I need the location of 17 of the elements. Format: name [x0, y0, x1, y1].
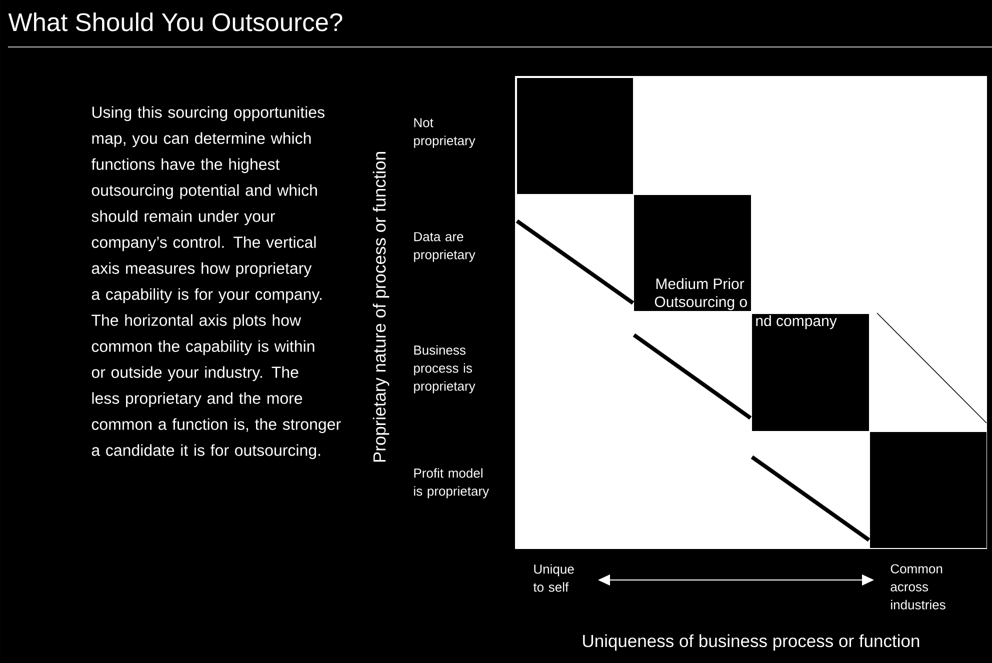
cell-label: nd company [756, 315, 837, 330]
axis-end-label: Common across industries [890, 564, 946, 610]
row-label: Not proprietary [414, 118, 476, 148]
row-label: Profit model is proprietary [414, 468, 490, 498]
body-text: Using this sourcing opportunities map, you can determine which functions have the highest outsourcing potential and which should remain under your company’s control. The vertical axis measures how proprietary a capability is for your company. The horizontal axis plots how common the capability is within or outside your industry. The less proprietary and the more common a function is, the stronger a candidate it is for outsourcing. [91, 106, 341, 460]
title: What Should You Outsource? [8, 12, 342, 32]
cell-label: Medium Prior [656, 278, 744, 290]
dark-square [634, 195, 751, 311]
row-label: Business process is proprietary [414, 345, 476, 394]
axis-end-label: Unique to self [533, 564, 574, 592]
axis-title: Uniqueness of business process or function [583, 634, 920, 651]
cell-label: Outsourcing o [654, 296, 747, 310]
row-label: Data are proprietary [414, 232, 476, 262]
axis-title: Proprietary nature of process or function [372, 152, 390, 462]
dark-square [752, 314, 869, 431]
dark-square [870, 432, 986, 548]
dark-square [517, 78, 633, 194]
